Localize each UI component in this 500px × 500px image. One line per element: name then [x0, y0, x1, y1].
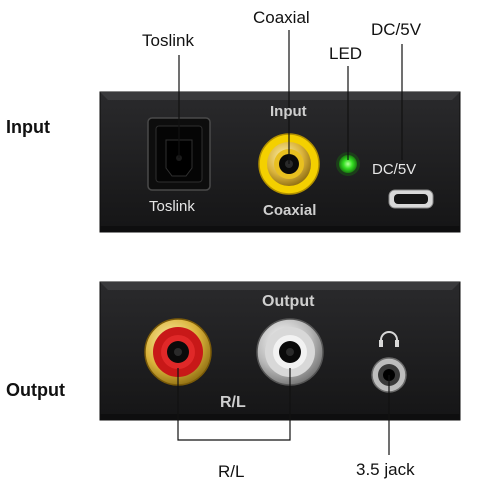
- led-callout: LED: [329, 44, 363, 63]
- toslink-callout: Toslink: [142, 31, 194, 50]
- rca-red-port: [144, 318, 212, 386]
- dc-port: [388, 189, 434, 209]
- rca-white-port: [256, 318, 324, 386]
- headphone-icon: [379, 331, 399, 347]
- rl-callout-line: [177, 368, 291, 441]
- led-indicator: [336, 152, 360, 176]
- dc-callout: DC/5V: [371, 20, 422, 39]
- callout-lines: [177, 30, 403, 455]
- coaxial-callout: Coaxial: [253, 8, 310, 27]
- panel-input-text: Input: [270, 103, 307, 120]
- input-side-label: Input: [6, 117, 50, 137]
- panel-coaxial-text: Coaxial: [263, 202, 317, 219]
- panel-toslink-text: Toslink: [149, 198, 195, 215]
- output-side-label: Output: [6, 380, 65, 400]
- panel-dc-text: DC/5V: [372, 161, 417, 178]
- jack-callout: 3.5 jack: [356, 460, 415, 479]
- rl-callout: R/L: [218, 462, 245, 481]
- panel-rl-text: R/L: [220, 394, 246, 411]
- panel-output-text: Output: [262, 293, 315, 310]
